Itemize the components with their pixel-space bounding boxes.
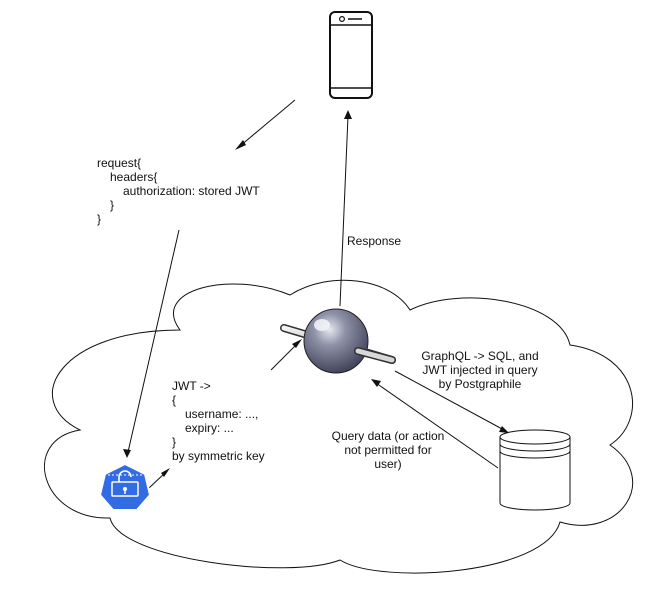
jwt-username-line: username: ..., [185,407,259,421]
request-line-open: request{ [97,156,142,170]
jwt-key-line: by symmetric key [172,449,265,463]
query-note-line-1: Query data (or action [331,429,445,443]
cloud-icon [43,279,633,574]
request-close: } [97,212,102,226]
graphql-note-line-3: by Postgraphile [438,377,522,391]
graphql-note-line-2: JWT injected in query [422,363,538,377]
jwt-to-server-arrow [270,339,302,371]
kubernetes-secret-icon [98,462,152,511]
query-note-line-2: not permitted for [344,443,432,457]
auth-to-jwt-arrow [148,468,170,489]
jwt-expiry-line: expiry: ... [185,421,234,435]
jwt-line-2: { [172,393,177,407]
database-cylinder-icon [499,429,571,511]
request-authorization-line: authorization: stored JWT [123,184,260,198]
db-to-server-arrow [371,379,499,469]
request-arrow [235,99,296,150]
graphql-note: GraphQL -> SQL, and JWT injected in quer… [414,349,546,391]
request-to-auth-arrow [123,229,180,458]
request-headers-close: } [110,198,115,212]
jwt-block: JWT -> { username: ..., expiry: ... } by… [172,379,265,463]
response-label: Response [347,234,402,248]
response-arrow [339,110,352,307]
graphql-server-icon [280,308,396,374]
jwt-line-close: } [172,435,177,449]
graphql-note-line-1: GraphQL -> SQL, and [421,349,539,363]
server-to-db-arrow [394,370,509,433]
query-note: Query data (or action not permitted for … [324,429,452,471]
jwt-line-1: JWT -> [172,379,211,393]
request-headers-line: headers{ [110,170,158,184]
request-block: request{ headers{ authorization: stored … [97,156,260,226]
query-note-line-3: user) [374,457,402,471]
mobile-phone-icon [329,11,373,99]
